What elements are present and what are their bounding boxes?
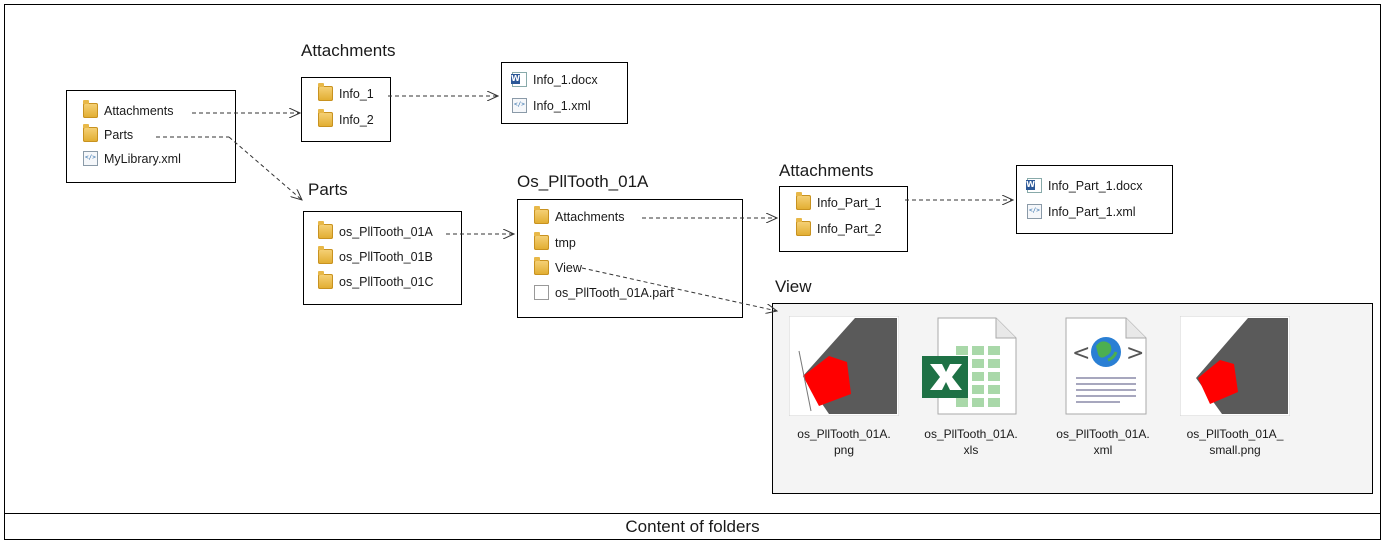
arrow-view bbox=[581, 267, 777, 311]
part-attachments-heading: Attachments bbox=[779, 161, 874, 180]
view-heading: View bbox=[775, 277, 812, 296]
word-file-icon bbox=[1026, 178, 1042, 193]
info1-box: Info_1.docx Info_1.xml bbox=[501, 62, 628, 124]
parts-box: os_PllTooth_01A os_PllTooth_01B os_PllTo… bbox=[303, 211, 462, 305]
part-attachments-item-1[interactable]: Info_Part_1 bbox=[796, 192, 882, 210]
parts-heading: Parts bbox=[308, 180, 348, 199]
word-file-icon bbox=[511, 72, 527, 87]
arrow-parts-to-box bbox=[228, 136, 302, 200]
part-box: Attachments tmp View os_PllTooth_01A.par… bbox=[517, 199, 743, 318]
item-label: Info_2 bbox=[339, 112, 374, 127]
info1-item-docx[interactable]: Info_1.docx bbox=[511, 72, 598, 87]
item-label: Info_1.docx bbox=[533, 72, 598, 87]
part-item-view[interactable]: View bbox=[534, 257, 582, 275]
svg-text:<: < bbox=[1072, 341, 1090, 366]
view-file-label: os_PllTooth_01A.xml bbox=[1056, 427, 1150, 457]
excel-file-icon[interactable] bbox=[916, 316, 1026, 416]
figure-caption: Content of folders bbox=[4, 513, 1381, 540]
item-label: os_PllTooth_01A bbox=[339, 224, 433, 239]
part-item-partfile[interactable]: os_PllTooth_01A.part bbox=[534, 285, 674, 300]
part-heading: Os_PllTooth_01A bbox=[517, 172, 649, 191]
xml-web-file-icon[interactable]: < > bbox=[1048, 316, 1158, 416]
xml-file-icon bbox=[1027, 204, 1042, 219]
blank-file-icon bbox=[534, 285, 549, 300]
part-item-tmp[interactable]: tmp bbox=[534, 232, 576, 250]
png-thumbnail-icon[interactable] bbox=[788, 315, 900, 417]
info-part1-item-docx[interactable]: Info_Part_1.docx bbox=[1026, 178, 1143, 193]
folder-icon bbox=[534, 206, 549, 224]
item-label: Info_1 bbox=[339, 86, 374, 101]
png-thumbnail-icon[interactable] bbox=[1179, 315, 1291, 417]
part-attachments-item-2[interactable]: Info_Part_2 bbox=[796, 218, 882, 236]
parts-item-01b[interactable]: os_PllTooth_01B bbox=[318, 246, 433, 264]
folder-icon bbox=[318, 246, 333, 264]
item-label: os_PllTooth_01A.part bbox=[555, 285, 674, 300]
view-file-label: os_PllTooth_01A.png bbox=[797, 427, 891, 457]
attachments-item-info1[interactable]: Info_1 bbox=[318, 83, 374, 101]
item-label: Attachments bbox=[104, 103, 174, 118]
xml-file-icon bbox=[83, 151, 98, 166]
part-attachments-box: Info_Part_1 Info_Part_2 bbox=[779, 186, 908, 252]
item-label: os_PllTooth_01C bbox=[339, 274, 434, 289]
folder-icon bbox=[796, 218, 811, 236]
folder-icon bbox=[318, 271, 333, 289]
attachments-item-info2[interactable]: Info_2 bbox=[318, 109, 374, 127]
item-label: Parts bbox=[104, 127, 134, 142]
item-label: tmp bbox=[555, 235, 576, 250]
view-box: os_PllTooth_01A.png os_PllTooth_01A.xls … bbox=[772, 303, 1373, 494]
attachments-box: Info_1 Info_2 bbox=[301, 77, 391, 142]
folder-icon bbox=[796, 192, 811, 210]
info-part1-box: Info_Part_1.docx Info_Part_1.xml bbox=[1016, 165, 1173, 234]
parts-item-01a[interactable]: os_PllTooth_01A bbox=[318, 221, 433, 239]
folder-icon bbox=[83, 124, 98, 142]
item-label: Info_Part_1.xml bbox=[1048, 204, 1136, 219]
info-part1-item-xml[interactable]: Info_Part_1.xml bbox=[1027, 204, 1136, 219]
view-file-label: os_PllTooth_01A.xls bbox=[924, 427, 1018, 457]
xml-file-icon bbox=[512, 98, 527, 113]
item-label: Info_Part_1.docx bbox=[1048, 178, 1143, 193]
info1-item-xml[interactable]: Info_1.xml bbox=[512, 98, 591, 113]
folder-icon bbox=[318, 221, 333, 239]
folder-icon bbox=[318, 83, 333, 101]
item-label: MyLibrary.xml bbox=[104, 151, 181, 166]
svg-text:>: > bbox=[1126, 341, 1144, 366]
item-label: Attachments bbox=[555, 209, 625, 224]
folder-icon bbox=[83, 100, 98, 118]
figure-frame bbox=[4, 4, 1381, 540]
folder-icon bbox=[318, 109, 333, 127]
root-item-parts[interactable]: Parts bbox=[83, 124, 134, 142]
part-item-attachments[interactable]: Attachments bbox=[534, 206, 625, 224]
folder-icon bbox=[534, 232, 549, 250]
item-label: View bbox=[555, 260, 582, 275]
root-item-attachments[interactable]: Attachments bbox=[83, 100, 174, 118]
folder-icon bbox=[534, 257, 549, 275]
item-label: Info_Part_2 bbox=[817, 221, 882, 236]
attachments-heading: Attachments bbox=[301, 41, 396, 60]
view-file-label: os_PllTooth_01A_small.png bbox=[1186, 427, 1284, 457]
item-label: Info_Part_1 bbox=[817, 195, 882, 210]
root-item-mylibrary[interactable]: MyLibrary.xml bbox=[83, 151, 181, 166]
item-label: os_PllTooth_01B bbox=[339, 249, 433, 264]
parts-item-01c[interactable]: os_PllTooth_01C bbox=[318, 271, 434, 289]
item-label: Info_1.xml bbox=[533, 98, 591, 113]
